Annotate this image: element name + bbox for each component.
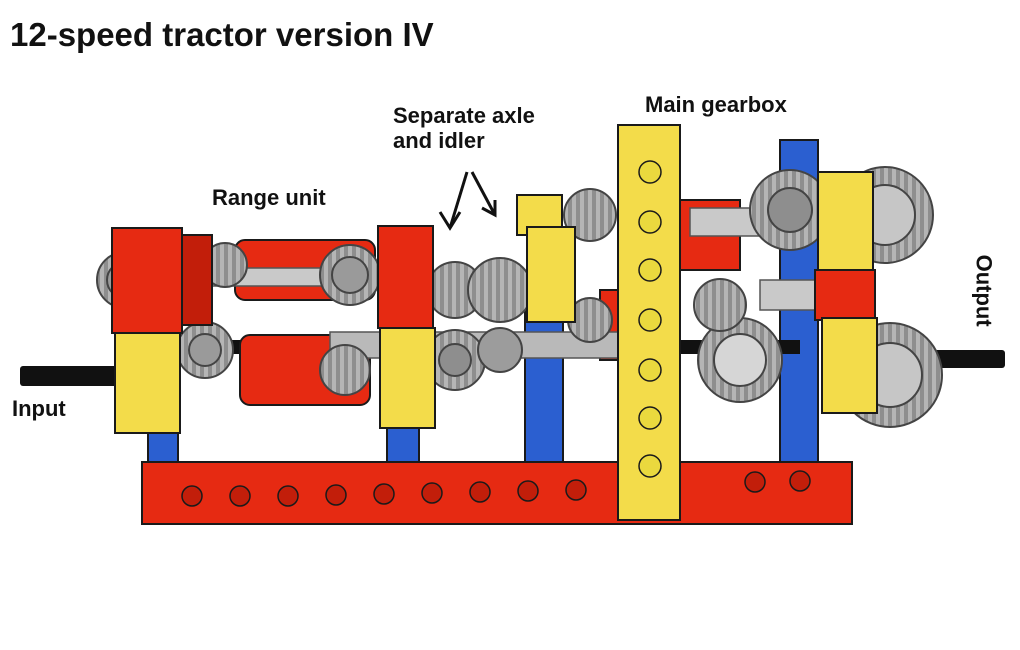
range-unit-label: Range unit <box>212 185 326 210</box>
separate-axle-label: Separate axle and idler <box>393 103 535 154</box>
input-label: Input <box>12 396 66 421</box>
yellow-blocks <box>114 171 878 434</box>
main-gearbox-label: Main gearbox <box>645 92 787 117</box>
diagram-title: 12-speed tractor version IV <box>10 16 434 53</box>
bottom-red-beam <box>141 461 853 525</box>
pointer-arrows <box>438 171 497 231</box>
separate-axle-label-line2: and idler <box>393 128 485 154</box>
separate-axle-label-line1: Separate axle <box>393 103 535 128</box>
output-label: Output <box>971 254 997 327</box>
main-yellow-beam <box>617 124 681 521</box>
